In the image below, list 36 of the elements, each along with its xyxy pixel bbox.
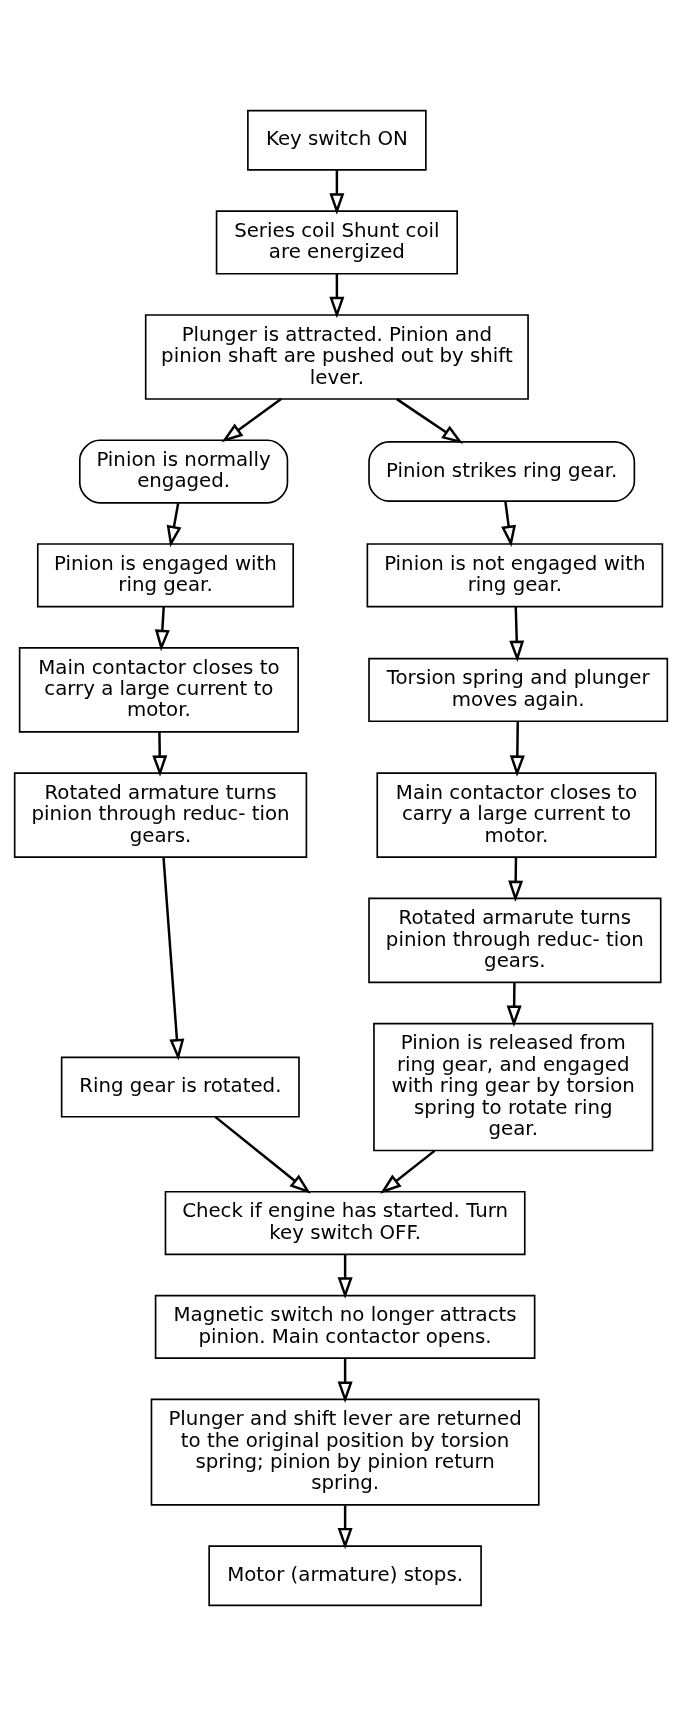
node-box: Rotated armature turns pinion through reduc- tion gears.	[13, 772, 308, 858]
arrow	[337, 1358, 353, 1404]
node-box: Plunger is attracted. Pinion and pinion shaft are pushed out by shift lever.	[144, 314, 529, 400]
node-box: Torsion spring and plunger moves again.	[368, 657, 669, 723]
arrow	[221, 398, 282, 443]
node-box: Motor (armature) stops.	[208, 1545, 482, 1607]
node-box: Series coil Shunt coil are energized	[215, 210, 458, 275]
arrow	[509, 721, 525, 777]
node-box: Main contactor closes to carry a large current to motor.	[18, 647, 299, 733]
arrow	[329, 273, 345, 319]
arrow	[214, 1115, 311, 1194]
node-box: Check if engine has started. Turn key switch OFF.	[164, 1190, 526, 1256]
arrow	[501, 501, 517, 548]
arrow	[337, 1254, 353, 1299]
arrow	[506, 982, 522, 1027]
node-box: Ring gear is rotated.	[60, 1056, 300, 1118]
arrow	[329, 169, 345, 215]
arrow	[380, 1149, 436, 1194]
arrow	[166, 503, 182, 548]
arrow	[154, 606, 170, 652]
node-box: Pinion is released from ring gear, and engaged with ring gear by torsion spring to rotate ring gear.	[373, 1022, 654, 1152]
arrow	[396, 398, 464, 444]
arrow	[508, 857, 524, 903]
node-box: Pinion strikes ring gear.	[368, 441, 636, 502]
node-box: Pinion is not engaged with ring gear.	[366, 543, 664, 608]
node-box: Main contactor closes to carry a large current to motor.	[376, 772, 657, 858]
node-box: Pinion is normally engaged.	[78, 439, 289, 504]
node-box: Pinion is engaged with ring gear.	[36, 543, 295, 608]
arrow	[509, 606, 525, 663]
arrow	[152, 732, 168, 777]
node-box: Plunger and shift lever are returned to the original position by torsion spring; pinion by pinion return spring.	[150, 1398, 540, 1506]
arrow	[162, 857, 185, 1061]
arrow	[337, 1505, 353, 1550]
node-box: Rotated armarute turns pinion through reduc- tion gears.	[368, 897, 662, 984]
node-box: Magnetic switch no longer attracts pinion. Main contactor opens.	[154, 1294, 536, 1359]
node-box: Key switch ON	[247, 109, 427, 171]
